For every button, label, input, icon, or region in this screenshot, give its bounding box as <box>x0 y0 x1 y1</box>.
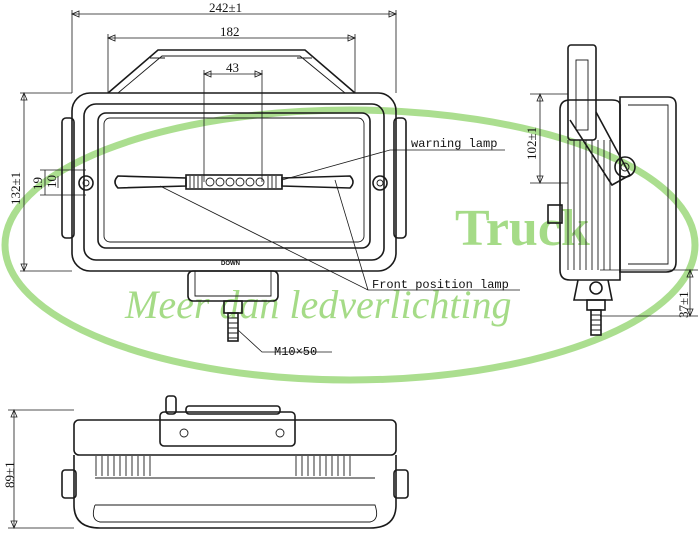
bottom-top-plate <box>73 419 397 456</box>
warning-lamp-label: warning lamp <box>411 137 497 151</box>
front-position-lamp-right <box>281 175 354 189</box>
mount-screw-left <box>78 175 94 191</box>
bottom-dimensions: 89±1 <box>2 408 74 530</box>
lamp-lens <box>97 112 371 249</box>
watermark-brand: Truck <box>455 200 590 257</box>
side-bolt <box>590 309 602 336</box>
mount-bolt <box>227 312 239 342</box>
dim-side-top: 102±1 <box>524 127 539 160</box>
front-view: DOWN <box>61 49 407 342</box>
bottom-fins-right <box>295 456 351 476</box>
side-pivot <box>614 156 636 178</box>
dim-height: 132±1 <box>8 172 23 205</box>
side-housing <box>559 99 621 281</box>
bottom-housing <box>73 455 397 529</box>
dim-center-width: 43 <box>226 60 239 75</box>
side-dimensions: 102±1 37±1 <box>524 92 698 318</box>
dim-bottom-height: 89±1 <box>2 461 17 488</box>
warning-lamp-strip <box>185 174 283 190</box>
bolt-label: M10×50 <box>274 345 317 359</box>
dim-small-b: 10 <box>44 175 59 188</box>
bottom-view <box>61 395 409 529</box>
warning-lamp-leds <box>189 176 277 188</box>
side-bracket <box>567 44 597 141</box>
front-position-lamp-label: Front position lamp <box>372 278 509 292</box>
watermark: Truck Meer dan ledverlichting <box>1 106 699 384</box>
bottom-fins-left <box>95 456 151 476</box>
dim-small-a: 19 <box>30 177 45 190</box>
front-position-lamp-left <box>114 175 187 189</box>
callouts: warning lamp Front position lamp M10×50 <box>159 137 520 359</box>
dim-inner-width: 182 <box>220 24 240 39</box>
dim-side-bottom: 37±1 <box>676 291 691 318</box>
mount-screw-right <box>372 175 388 191</box>
side-lens <box>619 96 677 273</box>
watermark-ellipse <box>1 106 699 384</box>
mount-bracket <box>107 49 356 94</box>
side-view <box>547 44 677 336</box>
dim-overall-width: 242±1 <box>209 0 242 15</box>
front-dimensions: 242±1 182 43 132±1 19 10 <box>8 0 398 273</box>
down-mark: DOWN <box>221 261 240 267</box>
